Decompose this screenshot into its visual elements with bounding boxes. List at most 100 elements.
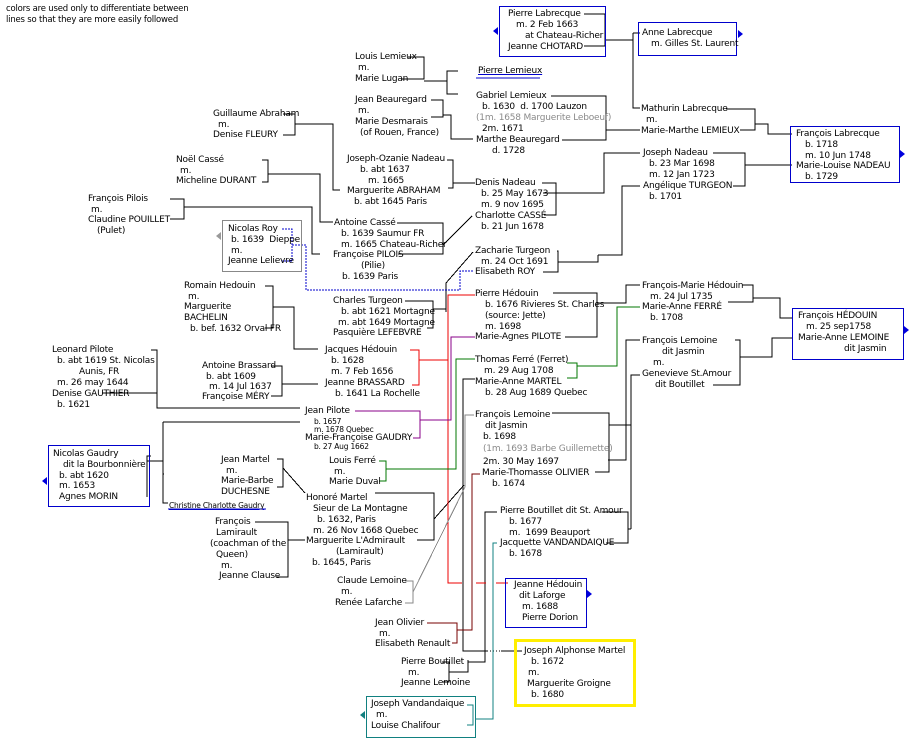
person-name[interactable]: DUCHESNE [221, 487, 270, 497]
person-name[interactable]: Jeanne Hédouin [514, 580, 583, 590]
person-name[interactable]: Joseph Vandandaique [371, 699, 465, 709]
link-pierre-lemieux[interactable]: Pierre Lemieux [478, 66, 543, 76]
person-name[interactable]: Antoine Cassé [334, 218, 396, 228]
person-name[interactable]: Marguerite L'Admirault [306, 536, 405, 546]
person-name[interactable]: Zacharie Turgeon [475, 246, 551, 256]
arrow-right-icon[interactable] [900, 150, 905, 158]
person-name[interactable]: Marie-Anne LEMOINE [798, 333, 890, 343]
person-name[interactable]: Antoine Brassard [202, 361, 276, 371]
person-name[interactable]: Nicolas Gaudry [53, 449, 119, 459]
person-name[interactable]: Pierre Labrecque [508, 9, 581, 19]
person-name[interactable]: Marguerite ABRAHAM [347, 186, 441, 196]
person-name[interactable]: Marie-Louise NADEAU [796, 161, 891, 171]
person-name[interactable]: Joseph Nadeau [643, 148, 708, 158]
person-name[interactable]: Romain Hedouin [184, 281, 256, 291]
person-name[interactable]: Françoise PILOIS [333, 250, 404, 260]
link-christine-gaudry[interactable]: Christine Charlotte Gaudry [169, 501, 265, 510]
person-name[interactable]: Marie-Barbe [221, 476, 274, 486]
person-name[interactable]: Claudine POUILLET [88, 215, 170, 225]
person-name[interactable]: Anne Labrecque [642, 28, 713, 38]
person-box-jeanne-hedouin[interactable] [505, 578, 587, 628]
person-name[interactable]: Claude Lemoine [337, 576, 407, 586]
person-box-joseph-alphonse-martel[interactable] [514, 639, 636, 707]
person-name[interactable]: François Lemoine [642, 336, 718, 346]
person-name[interactable]: Marie Duval [329, 477, 381, 487]
person-name[interactable]: François Labrecque [796, 129, 880, 139]
person-box-vandandaique[interactable] [366, 696, 476, 738]
person-name[interactable]: Noël Cassé [176, 155, 224, 165]
person-name[interactable]: Pierre Hédouin [475, 289, 539, 299]
person-name[interactable]: Jeanne CHOTARD [508, 42, 583, 52]
person-box-nicolas-roy[interactable] [222, 220, 302, 272]
person-name[interactable]: Marie-Anne FERRÉ [642, 302, 722, 312]
person-name[interactable]: Joseph Alphonse Martel [524, 646, 626, 656]
person-name[interactable]: Marie-Anne MARTEL [475, 377, 562, 387]
person-name[interactable]: Angélique TURGEON [643, 181, 733, 191]
arrow-right-icon[interactable] [738, 30, 743, 38]
person-name[interactable]: Agnes MORIN [59, 492, 118, 502]
person-name[interactable]: Gabriel Lemieux [476, 91, 547, 101]
arrow-right-icon[interactable] [904, 326, 909, 334]
person-name[interactable]: Genevieve St.Amour [642, 369, 732, 379]
person-name[interactable]: Louis Ferré [329, 456, 376, 466]
person-name[interactable]: Jeanne Lemoine [401, 678, 471, 688]
person-name[interactable]: Marie-Françoise GAUDRY [305, 433, 413, 443]
person-name[interactable]: Thomas Ferré (Ferret) [475, 355, 569, 365]
person-name[interactable]: Marie-Thomasse OLIVIER [482, 468, 590, 478]
person-box-nicolas-gaudry[interactable] [48, 445, 150, 507]
person-name[interactable]: Jean Olivier [375, 618, 425, 628]
person-name[interactable]: Denis Nadeau [475, 178, 536, 188]
person-name[interactable]: Jeanne Lelievre [228, 256, 294, 266]
person-name[interactable]: Nicolas Roy [228, 224, 278, 234]
person-box-francois-hedouin[interactable] [792, 308, 904, 360]
person-name[interactable]: Micheline DURANT [176, 176, 257, 186]
person-name[interactable]: Jeanne BRASSARD [325, 378, 405, 388]
person-name[interactable]: Charlotte CASSÉ [475, 211, 547, 221]
person-name[interactable]: Denise FLEURY [213, 130, 278, 140]
person-name[interactable]: Louis Lemieux [355, 52, 417, 62]
person-name[interactable]: Marie-Agnes PILOTE [475, 332, 562, 342]
person-name[interactable]: Marie Desmarais [355, 117, 428, 127]
person-name[interactable]: Jacquette VANDANDAIQUE [500, 538, 615, 548]
person-name[interactable]: Renée Lafarche [335, 598, 403, 608]
person-name[interactable]: Joseph-Ozanie Nadeau [347, 154, 445, 164]
person-box-anne-labrecque[interactable] [638, 22, 737, 56]
person-name[interactable]: Marie Lugan [355, 74, 409, 84]
person-name[interactable]: Guillaume Abraham [213, 109, 300, 119]
person-name[interactable]: Marguerite [184, 302, 232, 312]
person-name[interactable]: Honoré Martel [306, 493, 368, 503]
person-name[interactable]: Marie-Marthe LEMIEUX [641, 126, 740, 136]
person-name[interactable]: Jean Beauregard [355, 95, 427, 105]
arrow-left-icon[interactable] [493, 27, 498, 35]
person-name[interactable]: François Pilois [88, 194, 148, 204]
person-name[interactable]: BACHELIN [184, 313, 228, 323]
person-name[interactable]: François-Marie Hédouin [642, 281, 744, 291]
person-name[interactable]: François Lemoine [475, 410, 551, 420]
person-box-francois-labrecque[interactable] [790, 126, 900, 183]
person-name[interactable]: François HÉDOUIN [798, 311, 878, 321]
person-name[interactable]: Jacques Hédouin [325, 345, 398, 355]
person-box-labrecque-chotard[interactable] [499, 6, 606, 57]
person-name[interactable]: Elisabeth Renault [375, 639, 451, 649]
person-name[interactable]: François [215, 517, 251, 527]
person-name[interactable]: Charles Turgeon [333, 296, 403, 306]
arrow-right-icon[interactable] [587, 590, 592, 598]
person-name[interactable]: Leonard Pilote [52, 345, 114, 355]
person-name[interactable]: Pierre Boutillet dit St. Amour [500, 506, 623, 516]
person-name[interactable]: Jean Martel [221, 455, 270, 465]
person-name[interactable]: Françoise MÉRY [202, 392, 270, 402]
person-name[interactable]: Pierre Boutillet [401, 657, 464, 667]
person-name[interactable]: Lamirault [216, 528, 257, 538]
person-name[interactable]: Denise GAUTHIER [52, 389, 130, 399]
arrow-left-icon[interactable] [42, 477, 47, 485]
person-name[interactable]: Jean Pilote [305, 406, 350, 416]
person-name[interactable]: Mathurin Labrecque [641, 104, 728, 114]
person-name[interactable]: Louise Chalifour [371, 721, 441, 731]
person-name[interactable]: Jeanne Clause [219, 571, 281, 581]
person-name[interactable]: Elisabeth ROY [475, 267, 535, 277]
person-name[interactable]: Marguerite Groigne [527, 679, 611, 689]
person-name[interactable]: Pasquière LEFEBVRE [333, 328, 422, 338]
person-name[interactable]: Marthe Beauregard [476, 135, 560, 145]
spouse-name[interactable]: Pierre Dorion [522, 613, 578, 623]
arrow-left-icon[interactable] [360, 711, 365, 719]
